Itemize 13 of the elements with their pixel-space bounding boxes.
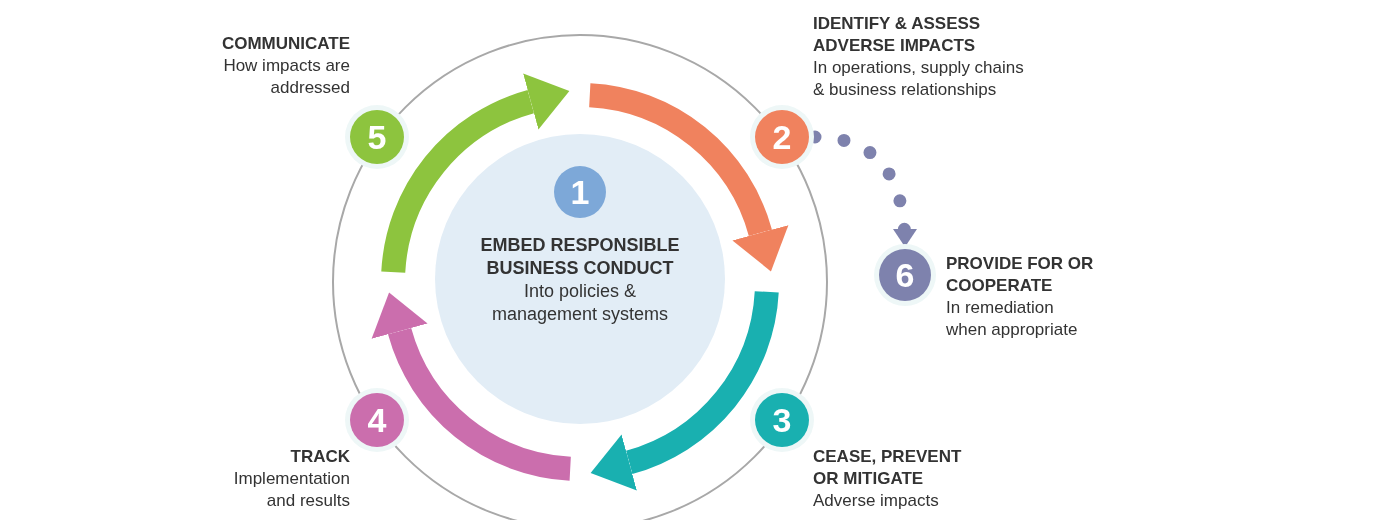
step-heading: TRACK <box>289 446 350 468</box>
step-description: How impacts are addressed <box>222 55 350 99</box>
center-heading: EMBED RESPONSIBLE BUSINESS CONDUCT <box>479 234 681 280</box>
step-description: Adverse impacts <box>813 490 940 512</box>
step-heading: PROVIDE FOR OR COOPERATE <box>946 253 1095 297</box>
number-badge: 1 <box>554 166 606 218</box>
step-heading: IDENTIFY & ASSESS ADVERSE IMPACTS <box>813 13 982 57</box>
step-heading: COMMUNICATE <box>220 33 350 55</box>
step-heading: CEASE, PREVENT OR MITIGATE <box>813 446 963 490</box>
step-description: In remediation when appropriate <box>946 297 1079 341</box>
step-description: Implementation and results <box>232 468 350 512</box>
step-description: In operations, supply chains & business relationships <box>813 57 1025 101</box>
center-description: Into policies & management systems <box>490 280 670 326</box>
